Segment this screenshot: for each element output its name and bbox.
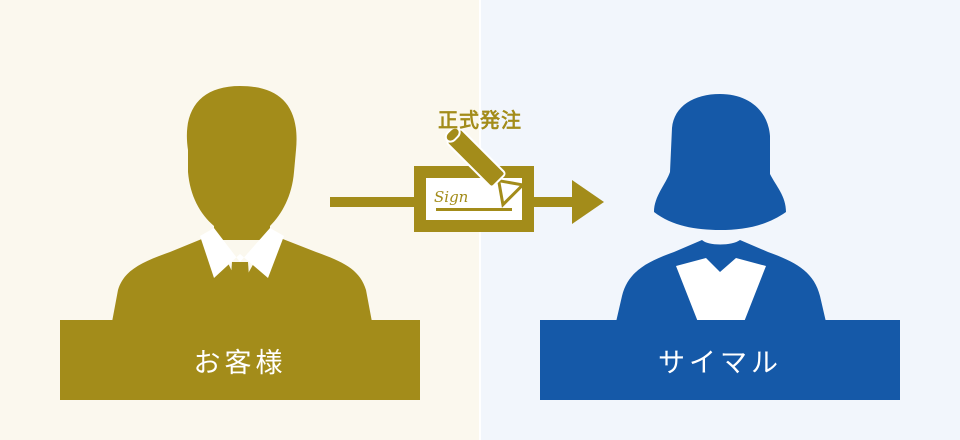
saimaru-label-box: サイマル [540,320,900,400]
flow-caption: 正式発注 [438,108,522,132]
fountain-pen-icon [444,126,526,208]
document-sign-text: Sign [434,188,468,206]
businesswoman-silhouette-icon [616,94,826,322]
customer-label: お客様 [193,347,287,379]
saimaru-label: サイマル [658,347,782,379]
signed-document-icon: Sign [414,166,534,232]
customer-label-box: お客様 [60,320,420,400]
businessman-silhouette-icon [112,86,372,322]
